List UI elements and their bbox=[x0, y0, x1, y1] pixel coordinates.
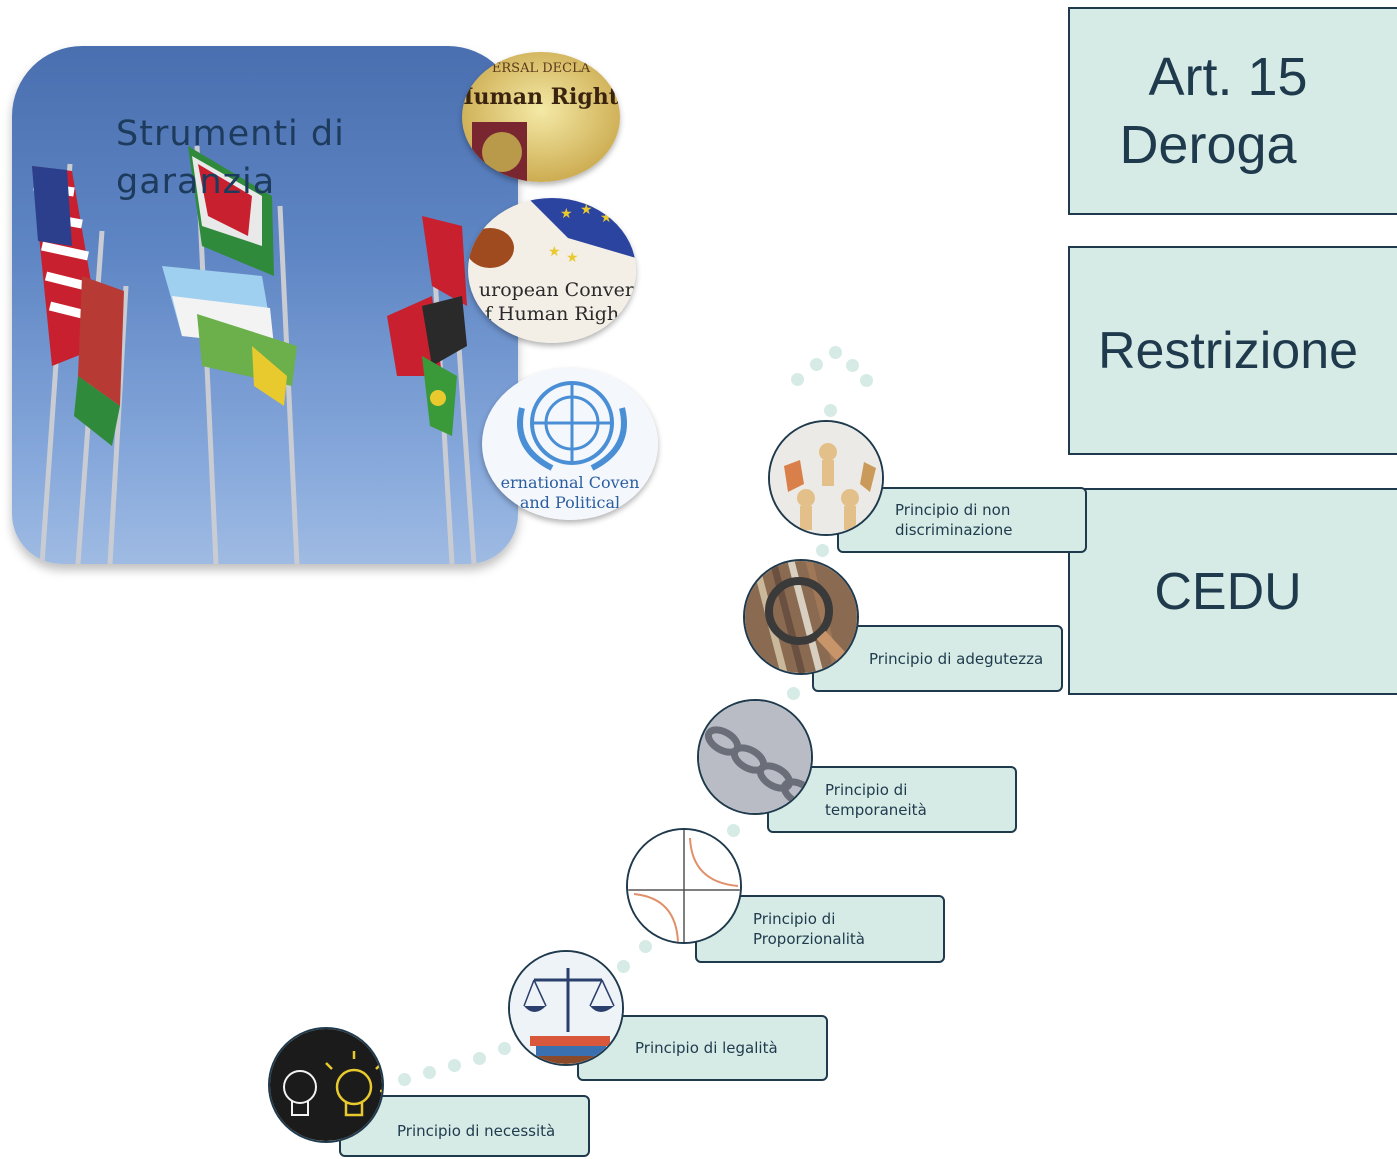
dot bbox=[398, 1073, 411, 1086]
dot bbox=[816, 544, 829, 557]
scales-icon bbox=[508, 950, 624, 1066]
step-proporzionalita: Principio di Proporzionalità bbox=[695, 895, 945, 963]
magnifier-icon bbox=[743, 559, 859, 675]
card-title: Strumenti di garanzia bbox=[116, 114, 345, 202]
universal-declaration-medallion: ERSAL DECLA Human Rights bbox=[462, 52, 620, 182]
paper-people-icon bbox=[768, 420, 884, 536]
international-covenant-medallion: ernational Coven and Political bbox=[482, 368, 658, 520]
cedu-label: CEDU bbox=[1154, 562, 1302, 621]
art15-label: Art. 15 bbox=[1148, 47, 1308, 107]
dot bbox=[498, 1042, 511, 1055]
flags-photo-card: Strumenti di garanzia bbox=[12, 46, 518, 564]
dot bbox=[448, 1059, 461, 1072]
deroga-label: Deroga bbox=[1119, 115, 1297, 175]
step-label: Principio di necessità bbox=[397, 1122, 556, 1140]
svg-text:★: ★ bbox=[566, 250, 579, 266]
step-label: Principio di temporaneità bbox=[825, 780, 927, 819]
restrizione-label: Restrizione bbox=[1097, 321, 1359, 380]
medallion-2-text-2: f Human Righ bbox=[485, 303, 619, 325]
cedu-panel: CEDU bbox=[1068, 488, 1397, 695]
dot bbox=[829, 346, 842, 359]
dot bbox=[791, 373, 804, 386]
step-label: Principio di non discriminazione bbox=[895, 501, 1013, 539]
step-label: Principio di legalità bbox=[635, 1039, 778, 1057]
dot bbox=[423, 1066, 436, 1079]
graph-icon bbox=[626, 828, 742, 944]
svg-text:★: ★ bbox=[580, 202, 593, 218]
dot bbox=[846, 359, 859, 372]
restrizione-panel: Restrizione bbox=[1068, 246, 1397, 455]
svg-text:★: ★ bbox=[600, 210, 613, 226]
medallion-3-text-2: and Political bbox=[520, 493, 620, 512]
step-label: Principio di Proporzionalità bbox=[753, 910, 865, 948]
dot bbox=[860, 374, 873, 387]
dot bbox=[473, 1052, 486, 1065]
medallion-3-text-1: ernational Coven bbox=[501, 473, 640, 492]
step-label: Principio di adegutezza bbox=[869, 649, 1044, 668]
dot bbox=[810, 358, 823, 371]
dot bbox=[639, 940, 652, 953]
dot bbox=[787, 687, 800, 700]
medallion-2-text-1: uropean Conven bbox=[479, 279, 636, 301]
european-convention-medallion: ★ ★ ★ ★ ★ uropean Conven f Human Righ bbox=[468, 198, 636, 343]
svg-text:★: ★ bbox=[560, 206, 573, 222]
dot bbox=[824, 404, 837, 417]
medallion-1-text-2: Human Rights bbox=[462, 84, 620, 110]
flags-illustration bbox=[32, 145, 477, 564]
svg-text:★: ★ bbox=[548, 244, 561, 260]
art15-deroga-panel: Art. 15 Deroga bbox=[1068, 7, 1397, 215]
lightbulb-icon bbox=[268, 1027, 384, 1143]
chain-icon bbox=[697, 699, 813, 815]
medallion-1-text-1: ERSAL DECLA bbox=[492, 61, 591, 76]
